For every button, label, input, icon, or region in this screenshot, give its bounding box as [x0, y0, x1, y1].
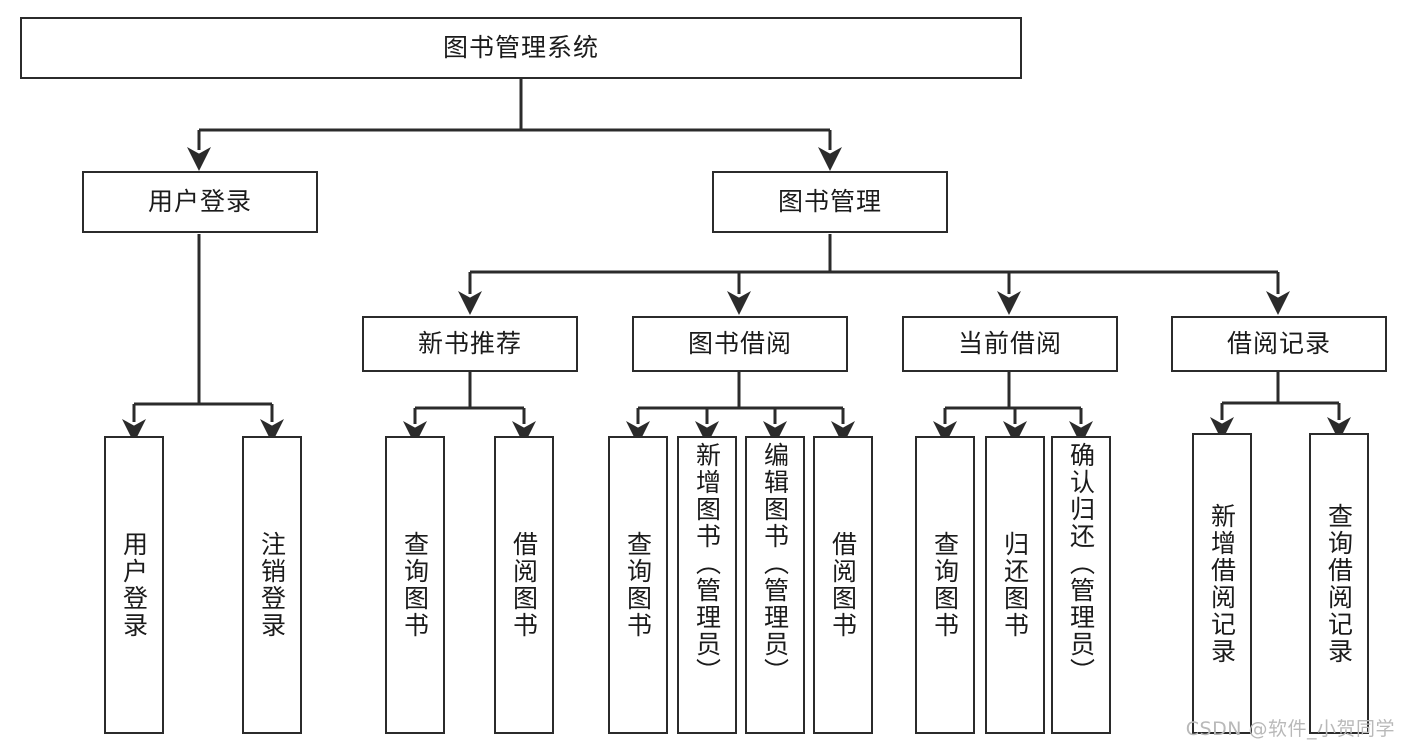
node-leaf-query-book-1[interactable]: 查询图书 [385, 436, 445, 734]
node-current-borrow[interactable]: 当前借阅 [902, 316, 1118, 372]
node-root[interactable]: 图书管理系统 [20, 17, 1022, 79]
node-current-borrow-label: 当前借阅 [957, 329, 1062, 359]
node-root-label: 图书管理系统 [442, 33, 599, 63]
node-leaf-confirm-return-admin[interactable]: 确认归还（管理员） [1051, 436, 1111, 734]
node-borrow-record-label: 借阅记录 [1226, 329, 1331, 359]
node-leaf-confirm-return-admin-label: 确认归还（管理员） [1066, 442, 1096, 685]
edges-user-login-to-leaves [122, 234, 284, 443]
edges-new-book-recommend-to-leaves [403, 372, 536, 445]
node-leaf-borrow-book-2-label: 借阅图书 [828, 531, 858, 639]
node-leaf-logout-login-label: 注销登录 [257, 531, 287, 639]
node-leaf-query-borrow-record[interactable]: 查询借阅记录 [1309, 433, 1369, 734]
node-leaf-return-book[interactable]: 归还图书 [985, 436, 1045, 734]
node-user-login[interactable]: 用户登录 [82, 171, 318, 233]
node-leaf-add-book-admin[interactable]: 新增图书（管理员） [677, 436, 737, 734]
node-leaf-return-book-label: 归还图书 [1000, 531, 1030, 639]
node-leaf-add-borrow-record-label: 新增借阅记录 [1207, 502, 1237, 665]
node-leaf-borrow-book-1[interactable]: 借阅图书 [494, 436, 554, 734]
node-book-manage[interactable]: 图书管理 [712, 171, 948, 233]
node-leaf-borrow-book-2[interactable]: 借阅图书 [813, 436, 873, 734]
node-leaf-edit-book-admin[interactable]: 编辑图书（管理员） [745, 436, 805, 734]
node-leaf-add-book-admin-label: 新增图书（管理员） [692, 442, 722, 685]
node-leaf-query-book-3[interactable]: 查询图书 [915, 436, 975, 734]
node-borrow-record[interactable]: 借阅记录 [1171, 316, 1387, 372]
node-new-book-recommend[interactable]: 新书推荐 [362, 316, 578, 372]
node-book-borrow[interactable]: 图书借阅 [632, 316, 848, 372]
edges-book-manage-to-level3 [458, 234, 1290, 315]
edges-borrow-record-to-leaves [1210, 372, 1351, 441]
node-leaf-query-book-1-label: 查询图书 [400, 531, 430, 639]
node-leaf-add-borrow-record[interactable]: 新增借阅记录 [1192, 433, 1252, 734]
node-leaf-query-book-3-label: 查询图书 [930, 531, 960, 639]
edges-book-borrow-to-leaves [626, 372, 855, 445]
edges-current-borrow-to-leaves [933, 372, 1093, 445]
node-book-manage-label: 图书管理 [777, 187, 882, 217]
node-leaf-user-login-label: 用户登录 [119, 531, 149, 639]
node-leaf-edit-book-admin-label: 编辑图书（管理员） [760, 442, 790, 685]
edges-root-to-level2 [187, 79, 842, 171]
node-new-book-recommend-label: 新书推荐 [417, 329, 522, 359]
node-book-borrow-label: 图书借阅 [687, 329, 792, 359]
node-leaf-user-login[interactable]: 用户登录 [104, 436, 164, 734]
node-user-login-label: 用户登录 [147, 187, 252, 217]
node-leaf-query-book-2[interactable]: 查询图书 [608, 436, 668, 734]
node-leaf-logout-login[interactable]: 注销登录 [242, 436, 302, 734]
node-leaf-query-book-2-label: 查询图书 [623, 531, 653, 639]
node-leaf-query-borrow-record-label: 查询借阅记录 [1324, 502, 1354, 665]
node-leaf-borrow-book-1-label: 借阅图书 [509, 531, 539, 639]
